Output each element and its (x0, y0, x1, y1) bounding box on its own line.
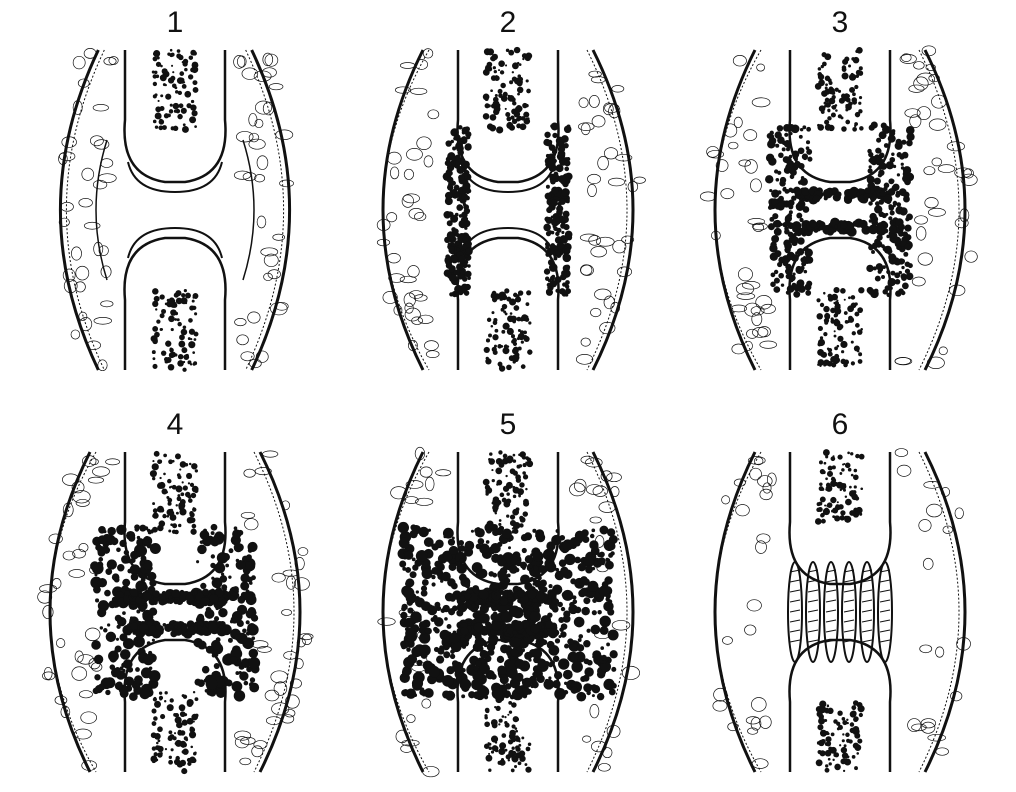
lower-bone (790, 640, 891, 772)
skin-edge-right (919, 50, 959, 370)
joint-panel-1: 1 (15, 0, 335, 390)
joint-illustration-1 (15, 0, 335, 390)
skin-edge-left (383, 452, 429, 772)
joint-illustration-2 (348, 0, 668, 390)
joint-illustration-5 (348, 402, 668, 792)
panel-number: 3 (680, 6, 1000, 40)
joint-panel-4: 4 (15, 402, 335, 792)
capsule-outline-right (593, 50, 633, 370)
joint-panel-3: 3 (680, 0, 1000, 390)
synovial-membrane-right (243, 140, 254, 280)
capsule-outline-left (50, 452, 90, 772)
joint-panel-5: 5 (348, 402, 668, 792)
skin-edge-right (919, 452, 959, 772)
synovial-membrane-left (96, 140, 107, 280)
joint-illustration-4 (15, 402, 335, 792)
capsule-outline-left (715, 50, 755, 370)
panel-number: 5 (348, 408, 668, 442)
panel-number: 4 (15, 408, 335, 442)
panel-number: 2 (348, 6, 668, 40)
joint-panel-2: 2 (348, 0, 668, 390)
skin-edge-right (246, 50, 284, 370)
capsule-outline-left (715, 452, 755, 772)
capsule-outline-left (383, 50, 423, 370)
skin-edge-left (715, 50, 761, 370)
panel-number: 6 (680, 408, 1000, 442)
upper-bone (125, 50, 226, 182)
panel-number: 1 (15, 6, 335, 40)
skin-edge-left (66, 50, 104, 370)
joint-panel-6: 6 (680, 402, 1000, 792)
joint-illustration-3 (680, 0, 1000, 390)
capsule-outline-right (925, 452, 965, 772)
skin-edge-right (254, 452, 294, 772)
capsule-outline-right (260, 452, 300, 772)
joint-illustration-6 (680, 402, 1000, 792)
